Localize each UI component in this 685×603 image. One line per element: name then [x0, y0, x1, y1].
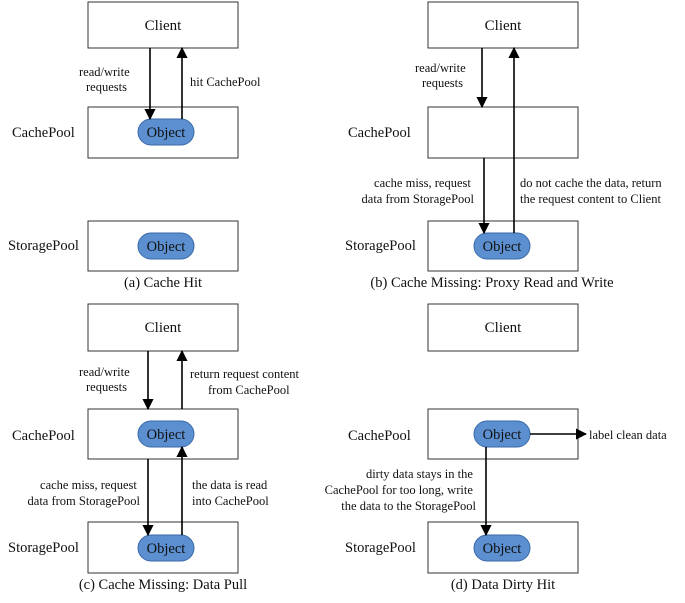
- object-label: Object: [147, 125, 186, 141]
- client-box: [427, 1, 579, 49]
- object-node: [137, 420, 195, 448]
- object-label: Object: [147, 427, 186, 443]
- caption-b: (b) Cache Missing: Proxy Read and Write: [370, 275, 613, 291]
- note-cache-miss: cache miss, request data from StoragePoo…: [362, 176, 475, 206]
- object-node: [137, 534, 195, 562]
- object-node: [137, 118, 195, 146]
- note-return-content: return request content from CachePool: [190, 367, 302, 397]
- cachepool-label: CachePool: [12, 428, 75, 444]
- client-label: Client: [485, 18, 522, 34]
- storagepool-label: StoragePool: [345, 238, 416, 254]
- object-label: Object: [147, 239, 186, 255]
- note-dirty-data: dirty data stays in the CachePool for to…: [325, 467, 477, 513]
- cachepool-box: [427, 106, 579, 159]
- note-hit-cachepool: hit CachePool: [190, 75, 261, 89]
- client-box: [87, 1, 239, 49]
- object-label: Object: [483, 427, 522, 443]
- object-node: [473, 232, 531, 260]
- object-node: [137, 232, 195, 260]
- object-label: Object: [147, 541, 186, 557]
- object-node: [473, 534, 531, 562]
- client-label: Client: [145, 320, 182, 336]
- note-read-write: read/write requests: [79, 365, 133, 394]
- client-box: [87, 303, 239, 352]
- note-read-write: read/write requests: [415, 61, 469, 90]
- cachepool-label: CachePool: [348, 125, 411, 141]
- cachepool-label: CachePool: [348, 428, 411, 444]
- panel-c-data-pull: Client CachePool Object StoragePool Obje…: [8, 303, 302, 593]
- client-label: Client: [485, 320, 522, 336]
- cachepool-label: CachePool: [12, 125, 75, 141]
- storagepool-label: StoragePool: [8, 540, 79, 556]
- object-label: Object: [483, 239, 522, 255]
- note-cache-miss: cache miss, request data from StoragePoo…: [28, 478, 141, 508]
- client-label: Client: [145, 18, 182, 34]
- storagepool-label: StoragePool: [8, 238, 79, 254]
- client-box: [427, 303, 579, 352]
- caption-c: (c) Cache Missing: Data Pull: [79, 577, 247, 593]
- panel-d-data-dirty-hit: Client CachePool Object StoragePool Obje…: [325, 303, 667, 593]
- caption-d: (d) Data Dirty Hit: [451, 577, 555, 593]
- note-do-not-cache: do not cache the data, return the reques…: [520, 176, 665, 206]
- object-label: Object: [483, 541, 522, 557]
- caption-a: (a) Cache Hit: [124, 275, 202, 291]
- storagepool-box: [87, 521, 239, 574]
- note-read-write: read/write requests: [79, 65, 133, 94]
- note-label-clean: label clean data: [589, 428, 667, 442]
- storagepool-label: StoragePool: [345, 540, 416, 556]
- panel-b-proxy-read-write: Client CachePool StoragePool Object read…: [345, 1, 665, 291]
- panel-a-cache-hit: Client CachePool Object StoragePool Obje…: [8, 1, 261, 291]
- note-data-read: the data is read into CachePool: [192, 478, 270, 508]
